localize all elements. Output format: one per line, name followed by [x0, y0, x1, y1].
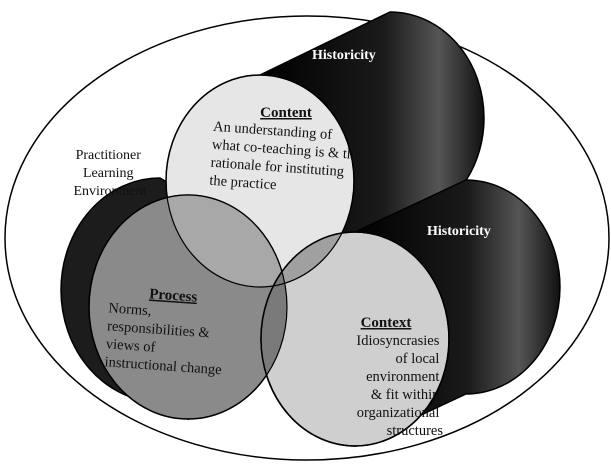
environment-label-line: Learning: [83, 166, 134, 181]
environment-label: Practitioner Learning Environment: [73, 148, 146, 199]
context-line: of local: [395, 351, 439, 367]
context-line: structures: [387, 423, 444, 439]
context-line: Idiosyncrasies: [356, 333, 439, 349]
context-historicity-label: Historicity: [427, 224, 491, 239]
process-line: Norms,: [108, 300, 152, 319]
process-line: views of: [105, 336, 156, 355]
context-description: Idiosyncrasies of local environment & fi…: [356, 333, 443, 439]
content-process-overlap: [166, 195, 287, 287]
context-line: & fit within: [371, 387, 440, 403]
process-line: responsibilities &: [107, 318, 211, 341]
context-heading: Context: [361, 315, 412, 331]
context-line: organizational: [357, 405, 440, 421]
content-line: the practice: [209, 173, 277, 194]
environment-label-line: Environment: [73, 184, 146, 199]
content-heading: Content: [260, 105, 312, 121]
context-line: environment: [366, 369, 439, 385]
content-historicity-label: Historicity: [312, 48, 376, 63]
process-heading: Process: [149, 286, 198, 305]
environment-label-line: Practitioner: [76, 148, 142, 163]
